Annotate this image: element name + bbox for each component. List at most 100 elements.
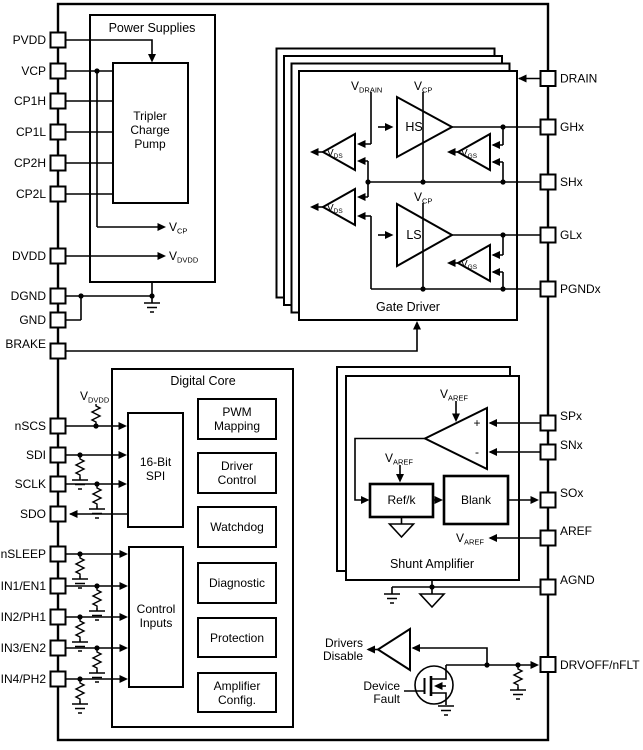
ground-icon	[71, 641, 89, 652]
pin-box	[49, 287, 67, 305]
pin-box	[49, 505, 67, 523]
pin-box	[49, 475, 67, 493]
vgs-ls-label: VGS	[461, 259, 478, 271]
pullup-resistor	[91, 403, 101, 425]
diagnostic-box	[197, 562, 277, 604]
pin-box	[49, 31, 67, 49]
vds-ls-triangle	[320, 187, 356, 227]
pin-label: IN3/EN2	[1, 641, 47, 655]
pin-spx: SPx	[539, 409, 582, 432]
power-supplies-block: Power Supplies Tripler Charge Pump VCP V…	[65, 14, 216, 283]
charge-pump-label-2: Charge	[130, 123, 170, 137]
pin-label: SDO	[20, 507, 46, 521]
ground-icon	[437, 705, 455, 716]
pin-label: DRAIN	[560, 72, 597, 86]
chip-outline	[56, 2, 550, 742]
spi-label-2: SPI	[146, 469, 165, 483]
pin-sdi: SDI	[26, 446, 67, 464]
pin-label: CP2L	[16, 187, 46, 201]
pin-box	[49, 342, 67, 360]
pin-snx: SNx	[539, 438, 583, 461]
varef-mid-label: VAREF	[385, 451, 413, 467]
pin-cp1l: CP1L	[16, 123, 67, 141]
drivers-disable-label-1: Drivers	[325, 636, 363, 650]
pulldown-resistor	[75, 555, 85, 577]
ground-icon	[143, 302, 161, 313]
pin-ghx: GHx	[539, 118, 584, 136]
charge-pump-box	[112, 62, 189, 204]
charge-pump-label-3: Pump	[134, 137, 166, 151]
driver-control-label-2: Control	[218, 473, 257, 487]
pin-shx: SHx	[539, 173, 583, 191]
ground-icon	[71, 703, 89, 714]
pin-in4-ph2: IN4/PH2	[1, 670, 67, 688]
pin-in3-en2: IN3/EN2	[1, 639, 67, 657]
vdvdd-pullup-label: VDVDD	[80, 389, 110, 405]
spi-box	[127, 412, 184, 528]
pin-box	[49, 311, 67, 329]
shunt-amplifier-title: Shunt Amplifier	[390, 557, 474, 571]
pin-box	[49, 577, 67, 595]
pin-box	[49, 154, 67, 172]
pin-dgnd: DGND	[11, 287, 67, 305]
vds-ls-label: VDS	[327, 203, 343, 215]
pin-label: DVDD	[12, 249, 46, 263]
pin-box	[49, 417, 67, 435]
pin-box	[49, 62, 67, 80]
pin-box	[539, 578, 557, 596]
vds-hs-triangle	[320, 132, 356, 172]
pin-label: SDI	[26, 448, 46, 462]
ground-tie	[65, 282, 161, 321]
shunt-amplifier-block: Shunt Amplifier + - VAREF VAREF Ref/k Bl…	[336, 366, 541, 608]
pin-label: CP1H	[14, 94, 46, 108]
shunt-opamp-triangle	[422, 406, 488, 471]
pin-box	[49, 545, 67, 563]
pulldown-resistor	[92, 587, 102, 609]
pwm-mapping-label-2: Mapping	[214, 419, 260, 433]
vgs-hs-triangle	[455, 132, 491, 172]
protection-box	[197, 617, 277, 658]
pin-box	[539, 656, 557, 673]
device-fault-label-1: Device	[363, 679, 400, 693]
pin-cp2h: CP2H	[14, 154, 67, 172]
pin-label: SHx	[560, 175, 583, 189]
vdvdd-out-label: VDVDD	[169, 249, 199, 265]
pin-box	[539, 173, 557, 191]
pin-in2-ph1: IN2/PH1	[1, 608, 67, 626]
pin-label: GND	[19, 313, 46, 327]
pin-dvdd: DVDD	[12, 247, 67, 265]
power-supplies-wires	[65, 39, 166, 260]
protection-label: Protection	[210, 631, 264, 645]
pin-glx: GLx	[539, 226, 582, 244]
pins-right: DRAIN GHx SHx GLx PGNDx SPx SNx SOx AREF…	[539, 70, 640, 673]
charge-pump-label-1: Tripler	[133, 109, 167, 123]
pin-nsleep: nSLEEP	[1, 545, 67, 563]
pin-label: CP1L	[16, 125, 46, 139]
vds-hs-label: VDS	[327, 148, 343, 160]
pin-box	[539, 70, 557, 87]
pin-box	[539, 491, 557, 509]
pin-label: IN4/PH2	[1, 672, 47, 686]
pin-box	[539, 118, 557, 136]
driver-control-box	[197, 452, 277, 494]
gate-driver-wires	[310, 74, 541, 292]
opamp-minus-label: -	[475, 445, 479, 459]
amplifier-config-label-1: Amplifier	[214, 679, 261, 693]
pin-label: AGND	[560, 573, 595, 587]
ls-driver-triangle	[396, 202, 455, 268]
pwm-mapping-label-1: PWM	[222, 405, 251, 419]
pin-box	[49, 446, 67, 464]
pin-label: IN2/PH1	[1, 610, 47, 624]
varef-top-label: VAREF	[440, 387, 468, 403]
pin-label: IN1/EN1	[1, 579, 47, 593]
digital-core-title: Digital Core	[170, 374, 235, 388]
pin-label: GLx	[560, 228, 582, 242]
control-inputs-label-2: Inputs	[140, 616, 173, 630]
fault-mosfet-icon	[404, 665, 455, 716]
pin-nscs: nSCS	[15, 417, 67, 435]
pin-in1-en1: IN1/EN1	[1, 577, 67, 595]
pin-label: SCLK	[15, 477, 46, 491]
pin-label: PGNDx	[560, 282, 601, 296]
pin-label: SNx	[560, 438, 583, 452]
